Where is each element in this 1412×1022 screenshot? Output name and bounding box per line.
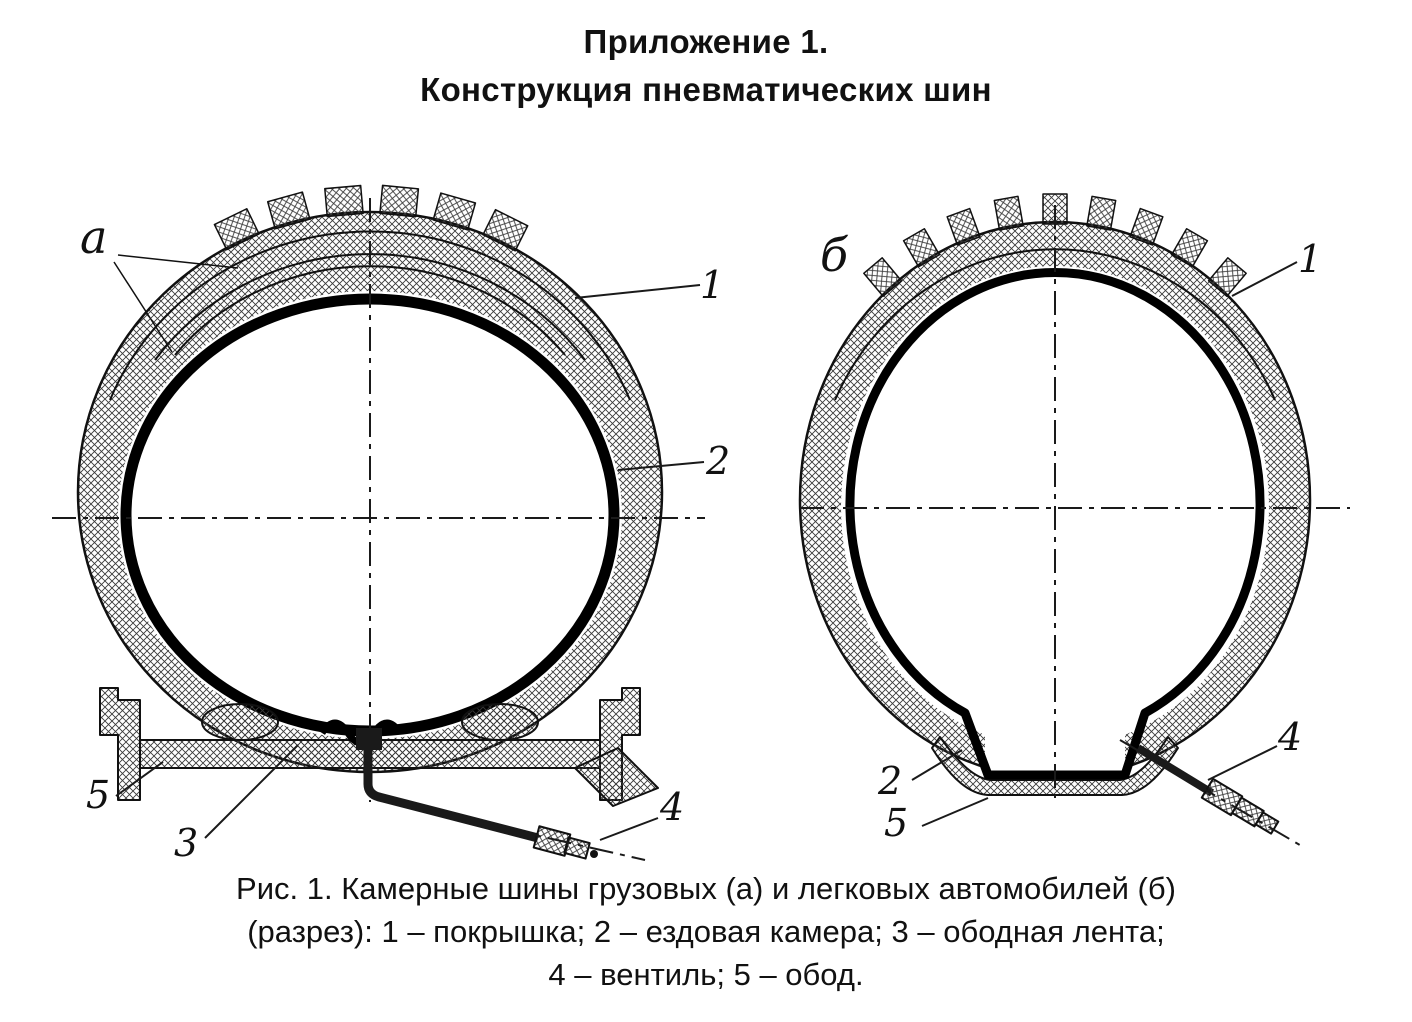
diagram-label-b: б xyxy=(820,228,849,282)
callout-a-2: 2 xyxy=(706,439,731,483)
rim-b xyxy=(931,736,1179,796)
page-title: Приложение 1. Конструкция пневматических… xyxy=(0,18,1412,114)
callout-b-5: 5 xyxy=(884,801,909,845)
callout-a-1: 1 xyxy=(700,263,725,307)
inner-tube-b xyxy=(845,268,1265,780)
tread-blocks-b xyxy=(863,193,1247,297)
diagram-label-a: а xyxy=(80,210,108,264)
caption-line-2: (разрез): 1 – покрышка; 2 – ездовая каме… xyxy=(247,913,1165,949)
figure-caption: Рис. 1. Камерные шины грузовых (а) и лег… xyxy=(0,868,1412,996)
callout-leader-lines xyxy=(115,261,1298,841)
tread-blocks-a xyxy=(213,184,529,252)
title-line-1: Приложение 1. xyxy=(583,23,829,60)
callout-b-4: 4 xyxy=(1278,715,1303,759)
callout-b-2: 2 xyxy=(878,759,903,803)
caption-line-1: Рис. 1. Камерные шины грузовых (а) и лег… xyxy=(236,871,1176,906)
callout-a-5: 5 xyxy=(86,773,111,817)
caption-line-3: 4 – вентиль; 5 – обод. xyxy=(548,956,864,992)
callout-b-1: 1 xyxy=(1298,237,1323,281)
title-line-2: Конструкция пневматических шин xyxy=(420,70,992,108)
callout-a-3: 3 xyxy=(174,821,199,865)
center-lines xyxy=(52,198,1350,861)
callout-a-4: 4 xyxy=(660,785,685,829)
